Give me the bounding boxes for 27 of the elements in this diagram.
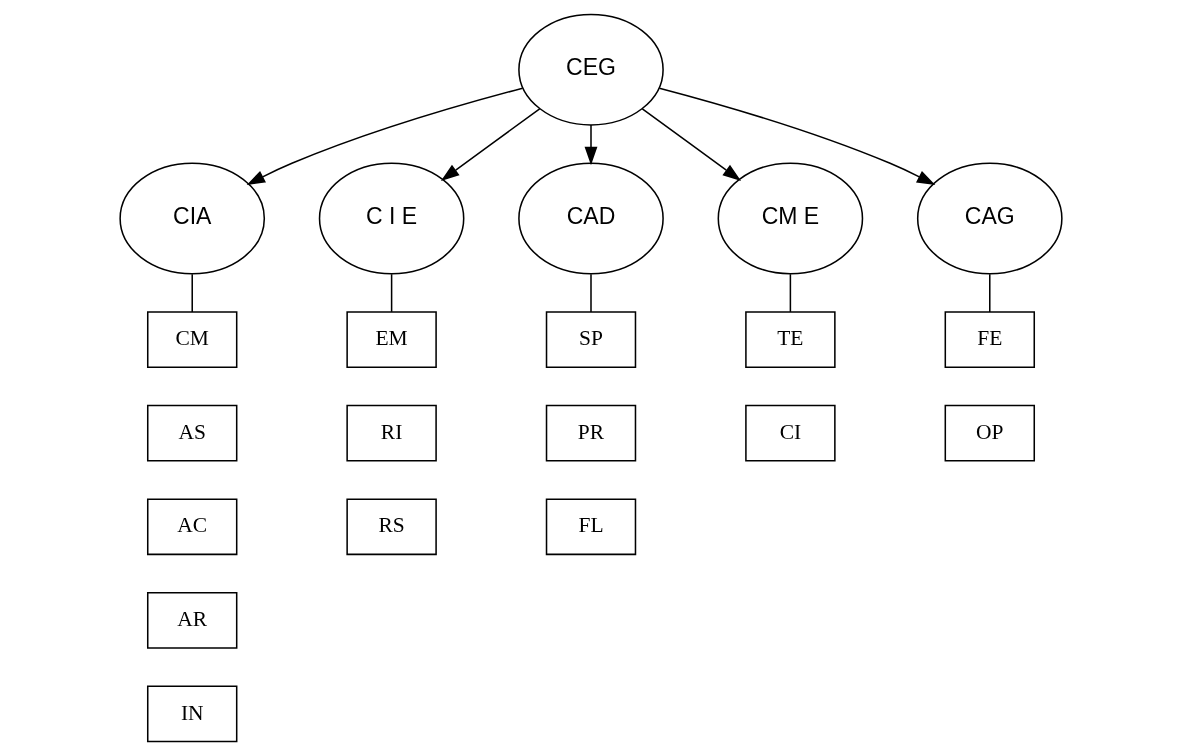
arrow [641,108,742,181]
node-box: EM [346,311,437,369]
node-box: AC [146,498,238,556]
node-box: RS [346,498,437,556]
arrow [658,87,936,186]
node-box: FL [545,498,637,556]
arrow [584,124,598,166]
node-box: AS [146,404,238,462]
node-ellipse: CEG [518,13,664,126]
node-box: AR [146,591,238,649]
connector [789,273,792,313]
node-ellipse: CAD [518,162,664,275]
node-box: CI [745,404,836,462]
node-box: TE [745,311,836,369]
node-box: FE [944,311,1036,369]
node-box: IN [146,685,238,743]
node-box: CM [146,311,238,369]
connector [590,273,592,313]
connector [191,273,193,313]
node-box: OP [944,404,1036,462]
connector [989,273,991,313]
node-box: PR [545,404,637,462]
arrow [246,87,524,186]
node-box: RI [346,404,437,462]
connector [390,273,393,313]
arrow [440,108,541,181]
node-box: SP [545,311,637,369]
